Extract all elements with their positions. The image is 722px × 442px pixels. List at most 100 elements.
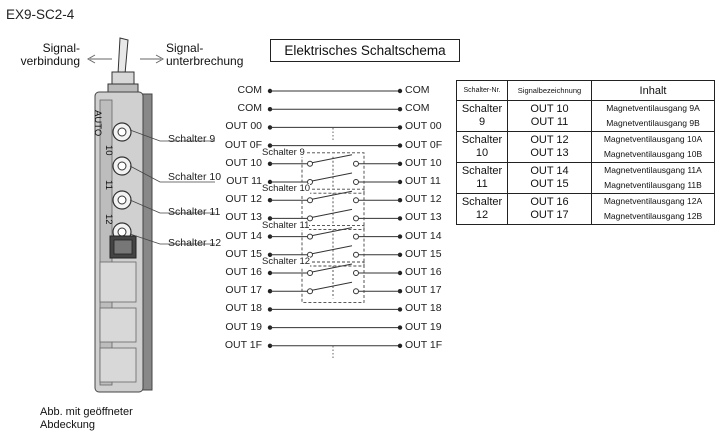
left-terminal-label: OUT 0F: [224, 138, 262, 151]
terminal-dot: [397, 307, 403, 312]
right-terminal-label: OUT 13: [405, 211, 442, 224]
switch-blade: [311, 172, 353, 182]
signal-interruption-line2: unterbrechung: [166, 54, 244, 68]
right-terminal-label: OUT 10: [405, 156, 442, 169]
table-header-row: Schalter-Nr. Signalbezeichnung Inhalt: [456, 80, 715, 101]
switch-contact: [353, 215, 359, 222]
switch-label: Schalter 11: [262, 219, 310, 231]
device-label-10: 10: [103, 145, 114, 156]
left-terminal-label: OUT 10: [225, 156, 262, 169]
switch-contact: [353, 251, 359, 258]
right-terminal-label: OUT 0F: [405, 138, 443, 151]
right-terminal-label: OUT 11: [405, 175, 441, 187]
switch-contact: [353, 160, 359, 167]
right-terminal-label: OUT 00: [405, 120, 442, 133]
left-terminal-label: OUT 14: [225, 229, 262, 242]
terminal-dot: [397, 88, 403, 94]
header-switch-no: Schalter-Nr.: [456, 80, 508, 101]
left-terminal-label: OUT 12: [225, 193, 262, 206]
switch-contact: [307, 270, 313, 276]
switch-label: Schalter 10: [262, 183, 311, 195]
switch-blade: [311, 245, 353, 255]
switch-box: [301, 152, 365, 194]
switch-label: Schalter 12: [262, 256, 311, 267]
left-terminal-label: OUT 1F: [224, 338, 262, 351]
left-terminal-label: OUT 00: [225, 120, 262, 133]
diagram-title: Elektrisches Schaltschema: [270, 39, 460, 62]
switch-contact: [353, 197, 359, 204]
right-terminal-label: OUT 18: [405, 302, 442, 315]
header-content: Inhalt: [591, 80, 715, 101]
callout-schalter-12: Schalter 12: [168, 237, 222, 249]
switch-blade: [311, 227, 353, 237]
signal-interruption-line1: Signal-: [166, 41, 204, 55]
right-terminal-label: OUT 14: [405, 229, 442, 242]
switch-blade: [311, 208, 353, 218]
left-terminal-label: OUT 16: [225, 266, 262, 278]
switch-assignment-table: Schalter-Nr. Signalbezeichnung Inhalt Sc…: [456, 80, 715, 225]
signal-connection-line2: verbindung: [20, 54, 80, 68]
switch-contact: [353, 270, 359, 276]
left-terminal-label: COM: [237, 102, 263, 115]
left-terminal-label: OUT 15: [225, 247, 262, 260]
left-wires: [267, 88, 400, 358]
left-terminal-label: OUT 17: [225, 284, 262, 297]
left-terminal-label: OUT 18: [225, 302, 262, 315]
caption-line2: Abdeckung: [40, 419, 96, 431]
switch-boxes: [301, 152, 365, 303]
left-terminal-label: OUT 13: [225, 211, 262, 224]
device-label-11: 11: [103, 180, 114, 190]
callout-schalter-11: Schalter 11: [168, 206, 221, 218]
toggle-lever: [107, 37, 139, 93]
signal-connection-label: Signal- verbindung: [20, 42, 80, 68]
switch-contact: [307, 197, 313, 204]
left-terminal-label: COM: [237, 84, 263, 96]
switch-box: [301, 261, 365, 303]
arrow-right-head: [155, 54, 165, 64]
right-terminal-label: OUT 16: [405, 266, 442, 278]
figure-caption: Abb. mit geöffneter Abdeckung: [40, 406, 170, 432]
signal-connection-line1: Signal-: [42, 41, 80, 55]
right-terminal-label: OUT 1F: [405, 338, 443, 351]
model-title: EX9-SC2-4: [6, 7, 75, 22]
terminal-dot: [397, 343, 403, 348]
switch-blade: [311, 190, 353, 200]
switch-blade: [311, 281, 353, 291]
right-terminal-label: COM: [405, 102, 430, 115]
terminal-dot: [397, 325, 403, 330]
right-terminal-label: OUT 12: [405, 193, 442, 206]
switch-blade: [311, 154, 353, 164]
switch-contact: [307, 160, 313, 167]
right-terminal-label: OUT 15: [405, 247, 442, 260]
right-terminal-label: COM: [405, 84, 430, 96]
auto-label: AUTO: [92, 110, 103, 137]
switch-contact: [353, 179, 359, 185]
terminal-dot: [397, 107, 403, 112]
callout-schalter-9: Schalter 9: [168, 133, 216, 145]
signal-interruption-label: Signal- unterbrechung: [166, 42, 243, 68]
switch-contact: [307, 233, 313, 240]
switch-contact: [353, 233, 359, 240]
device-label-12: 12: [103, 214, 114, 225]
arrow-left-head: [86, 54, 96, 64]
switch-contact: [307, 288, 313, 295]
switch-box: [301, 225, 365, 267]
left-terminal-label: OUT 19: [225, 320, 262, 333]
caption-line1: Abb. mit geöffneter: [40, 406, 133, 418]
callout-schalter-10: Schalter 10: [168, 171, 222, 183]
